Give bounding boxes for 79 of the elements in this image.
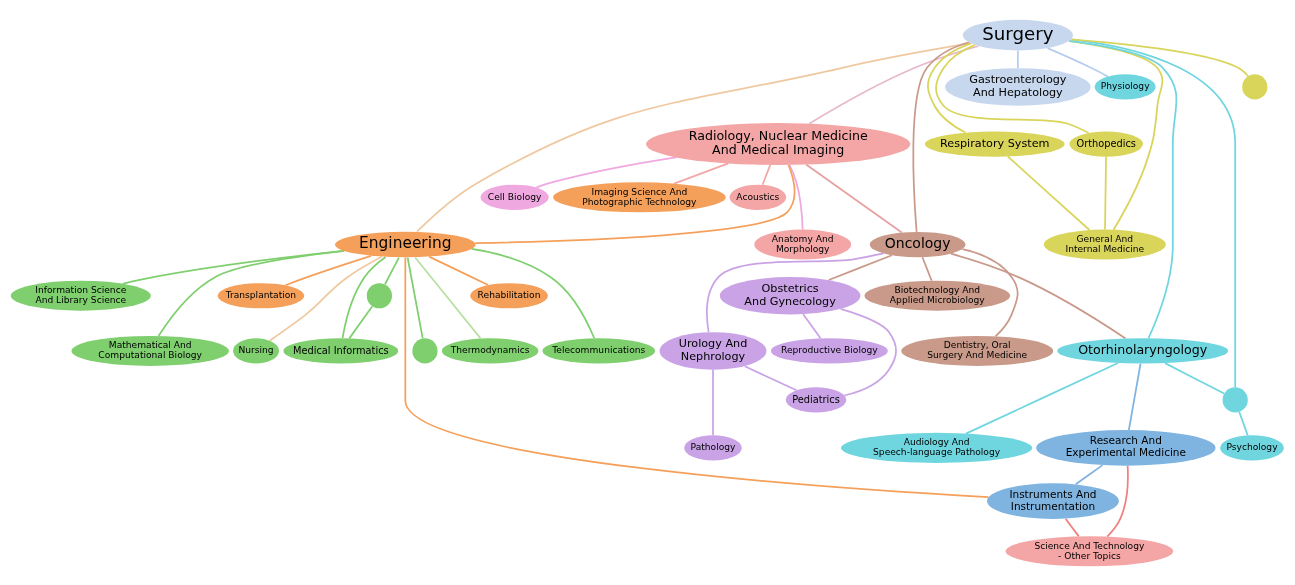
- connector: [808, 44, 980, 125]
- connector: [268, 255, 383, 342]
- node-ellipse: Cell Biology: [480, 184, 549, 210]
- connector: [805, 163, 903, 233]
- connector: [839, 307, 897, 396]
- node-ellipse: Imaging Science And Photographic Technology: [553, 181, 726, 212]
- node-ellipse: Biotechnology And Applied Microbiology: [864, 280, 1011, 311]
- connector: [1164, 361, 1226, 394]
- connector: [927, 41, 973, 133]
- node-ellipse: Acoustics: [729, 184, 787, 210]
- connector: [912, 40, 970, 233]
- node-circle: [412, 337, 438, 364]
- node-ellipse: Anatomy And Morphology: [754, 229, 852, 260]
- connector: [406, 256, 424, 339]
- connector: [535, 155, 677, 188]
- connector: [428, 255, 490, 286]
- connector: [827, 253, 893, 281]
- connector: [1017, 49, 1019, 69]
- connector: [1069, 38, 1249, 77]
- node-ellipse: Urology And Nephrology: [659, 331, 767, 370]
- node-ellipse: Engineering: [335, 231, 476, 257]
- connector: [1046, 46, 1109, 77]
- connector: [761, 163, 772, 186]
- connector: [404, 256, 990, 498]
- node-ellipse: Radiology, Nuclear Medicine And Medical Imaging: [646, 122, 911, 165]
- connector: [341, 255, 387, 339]
- connector: [1128, 362, 1142, 431]
- connector: [802, 313, 822, 339]
- node-ellipse: Otorhinolaryngology: [1057, 337, 1229, 364]
- node-ellipse: Oncology: [869, 231, 966, 257]
- node-ellipse: General And Internal Medicine: [1043, 229, 1166, 260]
- connector: [1074, 463, 1104, 485]
- node-ellipse: Pathology: [684, 434, 742, 460]
- node-ellipse: Dentistry, Oral Surgery And Medicine: [901, 335, 1054, 366]
- connector: [706, 251, 885, 333]
- node-ellipse: Gastroenterology And Hepatology: [945, 67, 1091, 106]
- connector: [384, 256, 400, 285]
- node-ellipse: Science And Technology - Other Topics: [1005, 535, 1174, 566]
- connector: [414, 256, 482, 339]
- connector: [474, 163, 796, 244]
- node-ellipse: Orthopedics: [1069, 130, 1143, 157]
- node-ellipse: Instruments And Instrumentation: [987, 482, 1119, 519]
- connector: [1106, 464, 1129, 537]
- connector: [673, 162, 730, 184]
- connector: [743, 364, 798, 391]
- node-ellipse: Telecommunications: [542, 337, 655, 364]
- connector: [284, 254, 372, 286]
- connector: [157, 249, 346, 337]
- node-ellipse: Respiratory System: [924, 130, 1065, 157]
- node-ellipse: Audiology And Speech-language Pathology: [840, 432, 1033, 463]
- node-circle: [1222, 386, 1248, 412]
- node-ellipse: Physiology: [1094, 73, 1156, 99]
- connector: [961, 247, 1019, 337]
- node-ellipse: Transplantation: [217, 282, 305, 308]
- connector: [416, 41, 972, 233]
- connector: [1006, 155, 1091, 231]
- node-ellipse: Obstetrics And Gynecology: [719, 276, 861, 314]
- connector: [348, 304, 374, 339]
- connector: [965, 361, 1119, 434]
- node-ellipse: Mathematical And Computational Biology: [71, 335, 229, 366]
- node-circle: [366, 282, 392, 308]
- node-ellipse: Surgery: [962, 19, 1073, 50]
- node-ellipse: Thermodynamics: [441, 337, 539, 364]
- connector: [1238, 410, 1249, 436]
- node-circle: [1242, 73, 1268, 99]
- node-ellipse: Psychology: [1220, 434, 1284, 460]
- connector: [1064, 517, 1080, 537]
- node-ellipse: Nursing: [233, 337, 280, 364]
- node-ellipse: Research And Experimental Medicine: [1036, 429, 1216, 466]
- connector: [950, 252, 1127, 339]
- node-ellipse: Reproductive Biology: [770, 337, 888, 364]
- node-ellipse: Rehabilitation: [470, 282, 549, 308]
- node-ellipse: Information Science And Library Science: [10, 280, 151, 311]
- connector: [788, 163, 804, 230]
- connector: [1104, 155, 1107, 230]
- node-ellipse: Medical Informatics: [283, 337, 399, 364]
- connector: [712, 368, 714, 436]
- node-ellipse: Pediatrics: [785, 386, 847, 412]
- connector: [921, 255, 933, 282]
